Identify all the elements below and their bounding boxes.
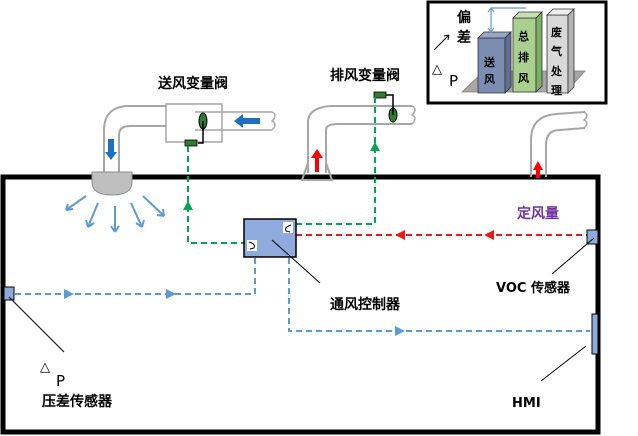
supply-downflow-arrow-icon [105, 139, 117, 160]
voc-signal-arrow-icon-2 [484, 230, 494, 240]
controller-label: 通风控制器 [330, 296, 401, 313]
supply-signal-arrow-icon [183, 201, 193, 210]
exhaust-duct [301, 105, 416, 181]
bar-waste-char: 废 [551, 25, 562, 39]
lab-room-outline [0, 174, 601, 435]
control-signal-lines [187, 97, 376, 244]
constant-volume-duct [530, 111, 588, 177]
bar-waste-char: 气 [550, 44, 562, 58]
inset-p-symbol: P [449, 72, 458, 90]
supply-valve-label: 送风变量阀 [157, 75, 228, 92]
constant-volume-upflow-arrow-icon [533, 161, 543, 178]
pressure-signal-arrow-icon-2 [166, 289, 176, 299]
hmi-label: HMI [512, 396, 541, 411]
pressure-signal-arrow-icon [64, 289, 74, 299]
pressure-p-symbol: P [56, 372, 65, 390]
inset-deviation-char-1: 偏 [457, 9, 471, 26]
bar-supply-char: 风 [484, 72, 495, 86]
voc-signal-arrow-icon [395, 230, 405, 240]
exhaust-signal-arrow-icon [370, 142, 380, 151]
inset-deviation-char-2: 差 [457, 29, 471, 46]
bar-exhaust-char: 总 [518, 29, 529, 43]
constant-volume-label: 定风量 [517, 205, 559, 222]
pressure-sensor-label: 压差传感器 [42, 393, 113, 410]
bar-waste-char: 理 [551, 84, 562, 97]
bar-exhaust-char: 风 [518, 71, 529, 85]
exhaust-actuator-icon [373, 91, 387, 99]
sensor-signal-lines [15, 258, 590, 332]
hmi-signal-arrow-icon [395, 326, 405, 336]
supply-duct [103, 103, 276, 177]
controller-rotate-icon-2 [248, 241, 255, 250]
bar-supply-char: 送 [483, 55, 496, 69]
pressure-sensor [3, 286, 15, 301]
supply-actuator-icon [184, 139, 198, 147]
voc-sensor [586, 229, 599, 245]
controller-rotate-icon [285, 224, 292, 233]
pressure-delta-symbol: △ [40, 360, 50, 375]
supply-inflow-arrow-icon [234, 114, 260, 128]
bar-waste-char: 处 [550, 64, 563, 78]
deviation-arrow-icon [433, 34, 450, 51]
supply-diffuser-icon [91, 171, 133, 196]
hmi-panel[interactable] [591, 313, 599, 355]
deviation-inset [426, 0, 608, 105]
bar-exhaust-char: 排 [518, 50, 529, 64]
diffuser-airflow-arrows [65, 195, 165, 233]
exhaust-valve-label: 排风变量阀 [330, 67, 400, 84]
voc-sensor-label: VOC 传感器 [496, 280, 571, 296]
inset-delta-symbol: △ [432, 62, 442, 77]
exhaust-upflow-arrow-icon [311, 149, 323, 172]
